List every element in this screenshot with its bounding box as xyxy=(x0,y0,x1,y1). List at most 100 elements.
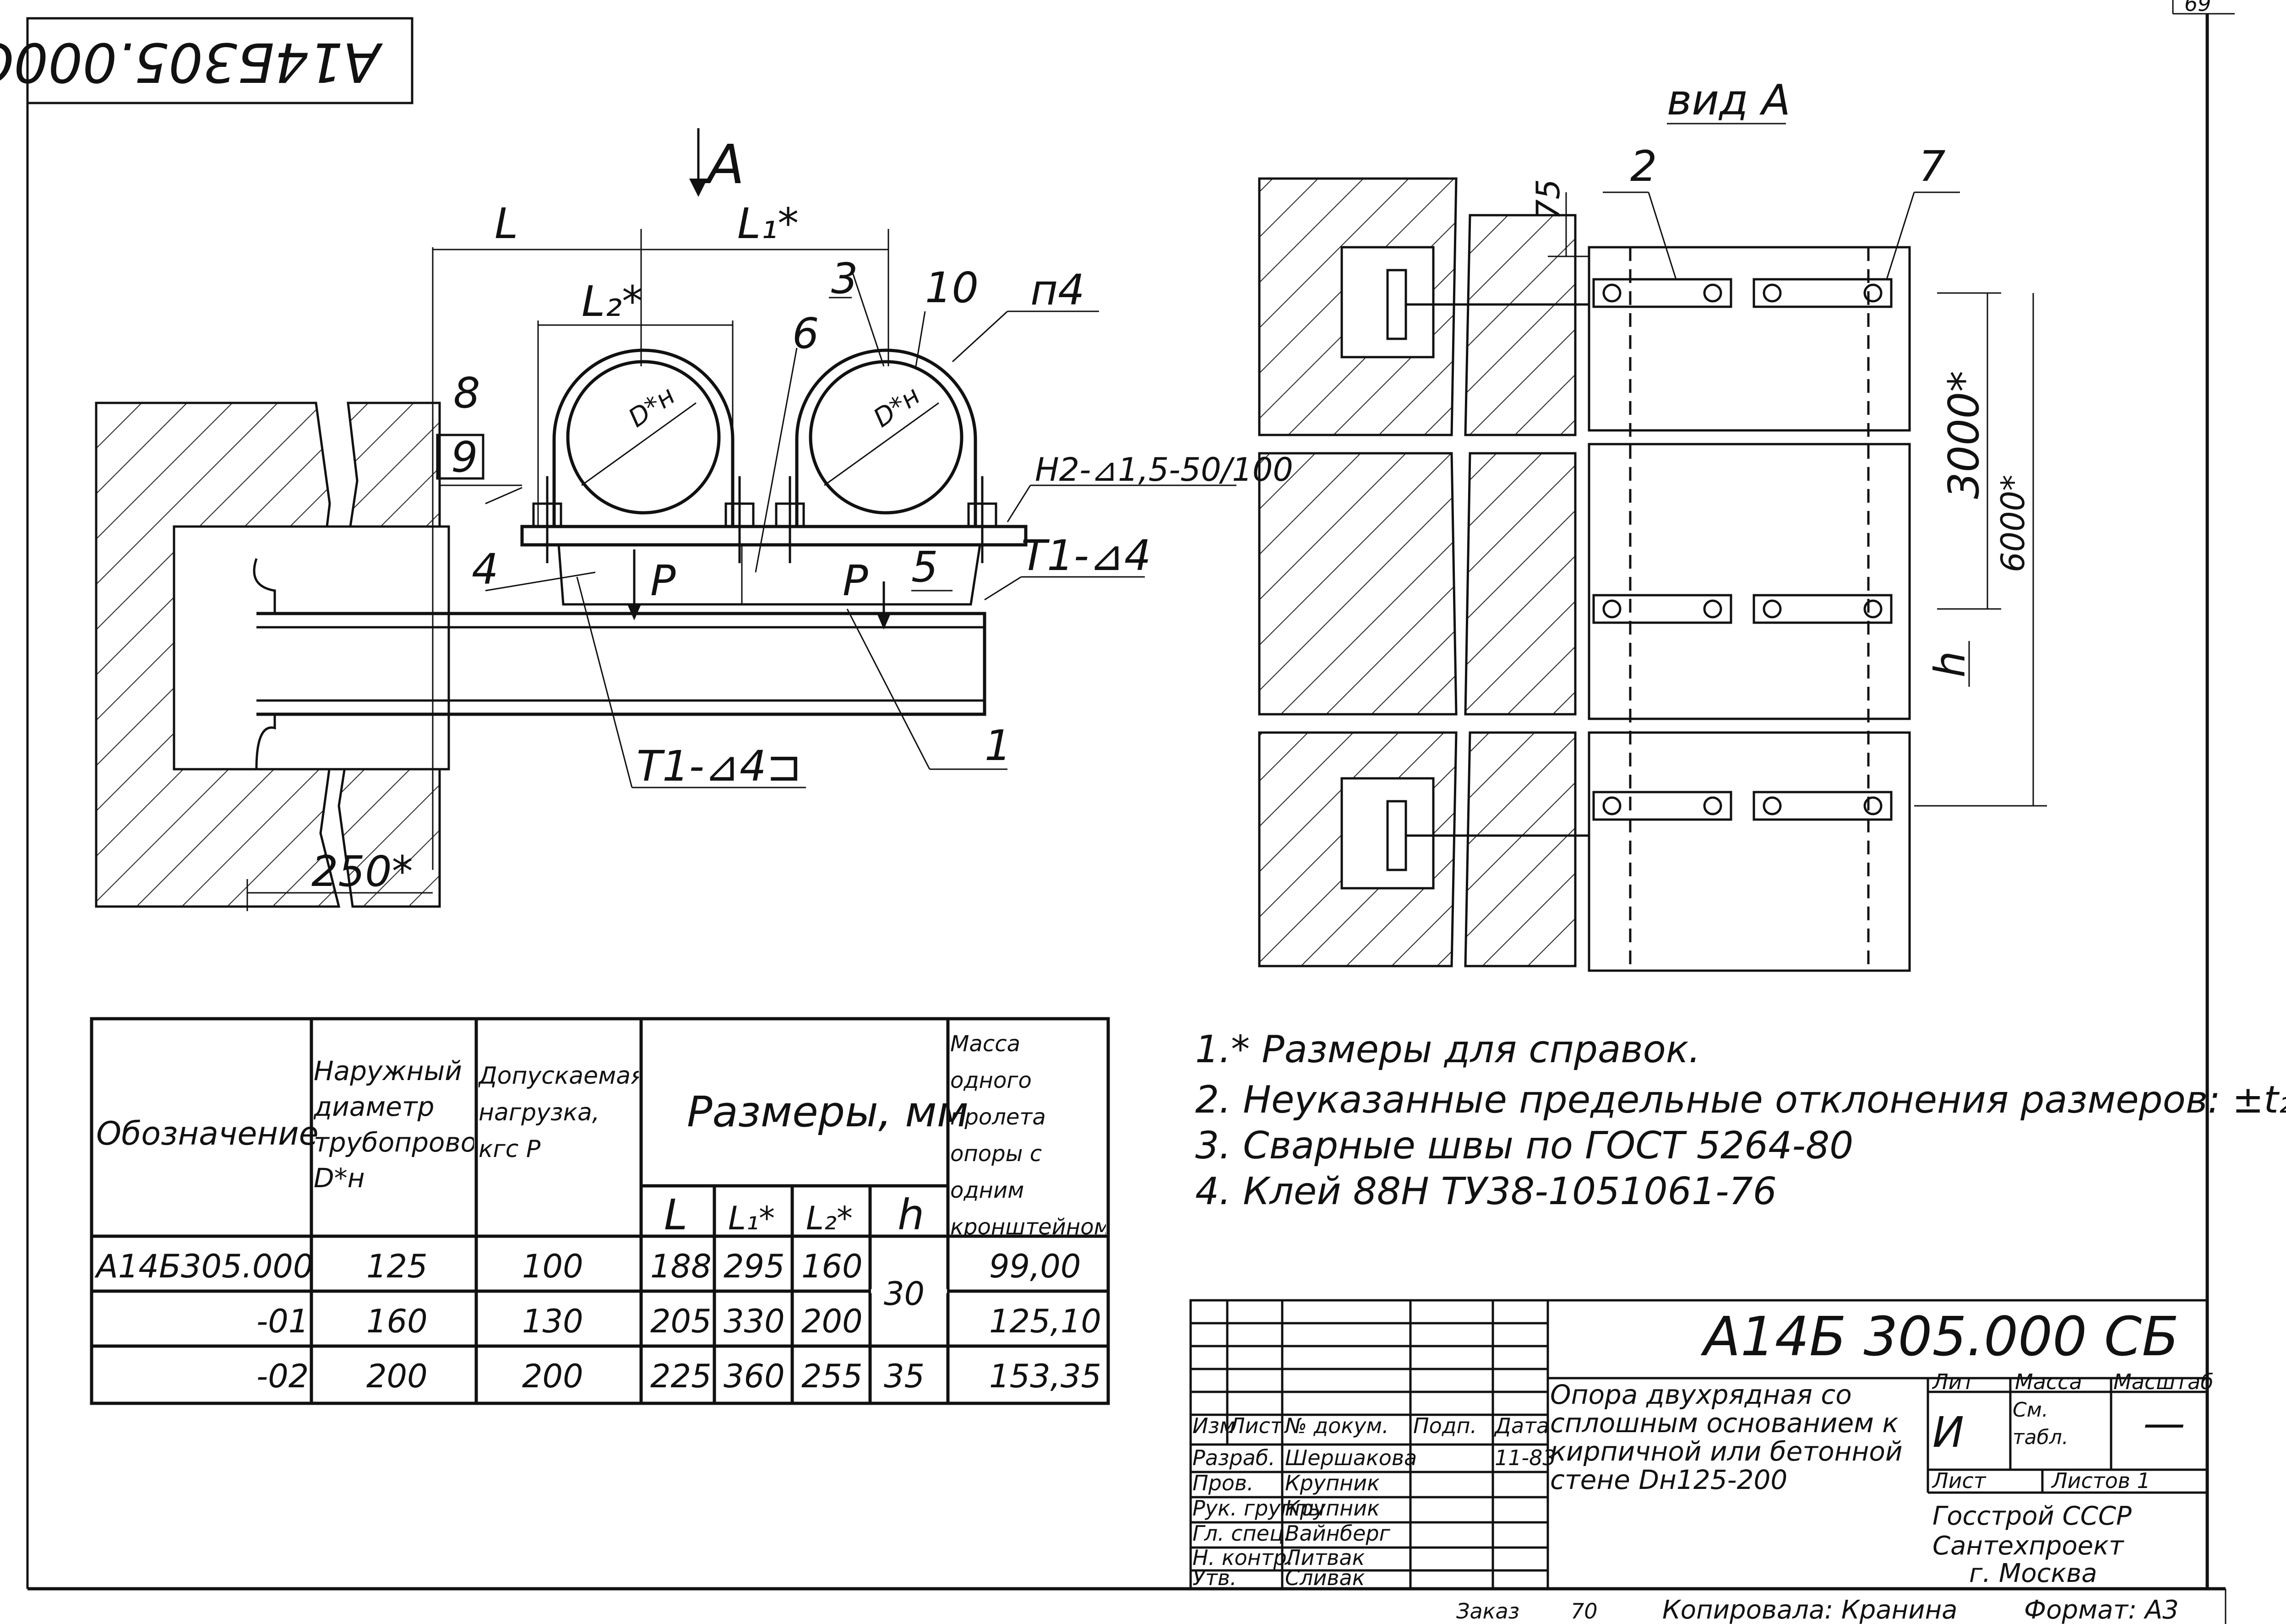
cell-mass: 99,00 xyxy=(989,1248,1081,1285)
cell-designation: А14Б305.000 xyxy=(94,1248,313,1285)
note-3: 3. Сварные швы по ГОСТ 5264-80 xyxy=(1195,1124,1853,1168)
note-4: 4. Клей 88Н ТУ38-1051061-76 xyxy=(1195,1170,1777,1213)
tb-role: Н. контр. xyxy=(1192,1545,1293,1570)
cell-designation: -02 xyxy=(256,1358,309,1395)
note-2: 2. Неуказанные предельные отклонения раз… xyxy=(1195,1078,2286,1122)
tb-format: Формат: А3 xyxy=(2024,1595,2179,1624)
tb-doc-number: А14Б 305.000 СБ xyxy=(1700,1305,2179,1368)
tb-copied-by: Копировала: Кранина xyxy=(1662,1595,1958,1624)
th-diameter: Наружный диаметр трубопровода D*н xyxy=(314,1055,474,1194)
tb-sheet-label: Лист xyxy=(1932,1468,1987,1493)
tb-title: Опора двухрядная со сплошным основанием … xyxy=(1550,1380,1903,1495)
table-row: -01 160 130 205 330 200 125,10 xyxy=(256,1303,1101,1340)
callout-item-8: 8 xyxy=(453,369,480,418)
tb-lit-value: И xyxy=(1932,1408,1964,1457)
cell-L2: 255 xyxy=(801,1358,863,1395)
callout-n4: п4 xyxy=(1030,266,1085,315)
page-number: 69 xyxy=(2184,0,2211,16)
cell-designation: -01 xyxy=(256,1303,309,1340)
cell-mass: 153,35 xyxy=(989,1358,1101,1395)
pipe-2-diameter: D*н xyxy=(868,380,926,433)
dim-L-label: L xyxy=(495,199,518,248)
tb-role: Утв. xyxy=(1192,1565,1237,1590)
table-row: А14Б305.000 125 100 188 295 160 30 99,00 xyxy=(94,1248,1081,1313)
tb-name: Вайнберг xyxy=(1285,1521,1391,1546)
callout-item-7: 7 xyxy=(1919,142,1946,191)
weld-callout-2: Т1-⊿4 xyxy=(1021,531,1151,580)
view-a-title: вид А xyxy=(1667,76,1791,125)
cell-L1: 330 xyxy=(724,1303,785,1340)
callout-item-3: 3 xyxy=(831,254,858,303)
tb-org-1: Госстрой СССР xyxy=(1932,1501,2132,1531)
tb-scale-value: — xyxy=(2143,1399,2185,1448)
tb-role: Рук. группы xyxy=(1192,1496,1325,1521)
weld-callout-3: Т1-⊿4⊐ xyxy=(637,742,802,791)
cell-load: 200 xyxy=(522,1358,583,1395)
weld-callout-1: Н2-⊿1,5-50/100 xyxy=(1035,451,1293,489)
dim-3000: 3000* xyxy=(1939,371,1988,499)
th-dim-L: L xyxy=(664,1190,687,1239)
title-block: А14Б 305.000 СБ Опора двухрядная со спло… xyxy=(1189,1299,2214,1624)
th-dim-L1: L₁* xyxy=(728,1200,775,1237)
tb-sheets-label: Листов 1 xyxy=(2051,1468,2150,1493)
callout-item-10: 10 xyxy=(925,263,979,312)
callout-item-9: 9 xyxy=(451,433,478,482)
tb-role: Гл. спец. xyxy=(1192,1521,1290,1546)
callout-item-2: 2 xyxy=(1630,142,1657,191)
dim-L2-label: L₂* xyxy=(582,277,643,326)
tb-role: Разраб. xyxy=(1192,1445,1275,1470)
view-a: вид А xyxy=(1258,76,2047,972)
th-load: Допускаемая нагрузка, кгс P xyxy=(479,1062,639,1163)
dim-250-label: 250* xyxy=(311,847,413,896)
dim-L1-label: L₁* xyxy=(737,199,799,248)
th-designation: Обозначение xyxy=(96,1115,319,1152)
tb-lit-label: Лит xyxy=(1932,1369,1975,1394)
main-view: L L₁* L₂* 250* D*н D*н А P P Н2-⊿1,5-50/… xyxy=(95,128,1293,911)
tb-role: Пров. xyxy=(1192,1471,1254,1495)
cell-L: 205 xyxy=(650,1303,712,1340)
cell-diameter: 125 xyxy=(366,1248,428,1285)
callout-item-1: 1 xyxy=(985,721,1012,770)
cell-mass: 125,10 xyxy=(989,1303,1101,1340)
tb-name: Литвак xyxy=(1284,1545,1365,1570)
cell-h: 30 xyxy=(884,1275,925,1313)
tb-mass-label: Масса xyxy=(2015,1369,2082,1394)
tb-name: Шершакова xyxy=(1285,1445,1417,1470)
callout-item-4: 4 xyxy=(472,545,499,594)
cell-L2: 200 xyxy=(801,1303,863,1340)
tb-org-2: Сантехпроект xyxy=(1932,1531,2124,1561)
th-dim-h: h xyxy=(898,1190,924,1239)
tb-col-doc: № докум. xyxy=(1284,1413,1389,1438)
view-arrow-label: А xyxy=(704,133,745,196)
th-dims-group: Размеры, мм xyxy=(687,1087,969,1136)
view-arrow xyxy=(689,128,708,197)
tb-order-prefix: Заказ xyxy=(1456,1599,1519,1624)
spec-table: Обозначение Наружный диаметр трубопровод… xyxy=(90,1017,1110,1405)
callout-item-5: 5 xyxy=(911,543,938,592)
tb-name: Сливак xyxy=(1285,1565,1365,1590)
tb-name: Крупник xyxy=(1285,1496,1380,1521)
tb-name: Крупник xyxy=(1285,1471,1380,1495)
force-p-1: P xyxy=(650,556,676,605)
th-mass: Масса одного пролета опоры с одним кронш… xyxy=(950,1031,1106,1236)
cell-L: 225 xyxy=(650,1358,712,1395)
tb-date: 11-83 xyxy=(1495,1445,1556,1470)
dim-75: 75 xyxy=(1529,179,1567,220)
cell-diameter: 160 xyxy=(366,1303,428,1340)
notes: 1.* Размеры для справок. 2. Неуказанные … xyxy=(1195,1028,2286,1213)
th-dim-L2: L₂* xyxy=(806,1200,853,1237)
cell-L1: 360 xyxy=(724,1358,785,1395)
cell-load: 130 xyxy=(522,1303,583,1340)
tb-col-list: Лист xyxy=(1228,1413,1283,1438)
table-row: -02 200 200 225 360 255 35 153,35 xyxy=(256,1358,1101,1395)
cell-L: 188 xyxy=(650,1248,712,1285)
dim-h: h xyxy=(1926,651,1975,678)
dim-6000: 6000* xyxy=(1994,475,2032,572)
tb-scale-label: Масштаб xyxy=(2113,1369,2214,1394)
tb-col-sign: Подп. xyxy=(1413,1413,1477,1438)
tb-mass-value: См. табл. xyxy=(2013,1398,2068,1449)
cell-L2: 160 xyxy=(801,1248,863,1285)
